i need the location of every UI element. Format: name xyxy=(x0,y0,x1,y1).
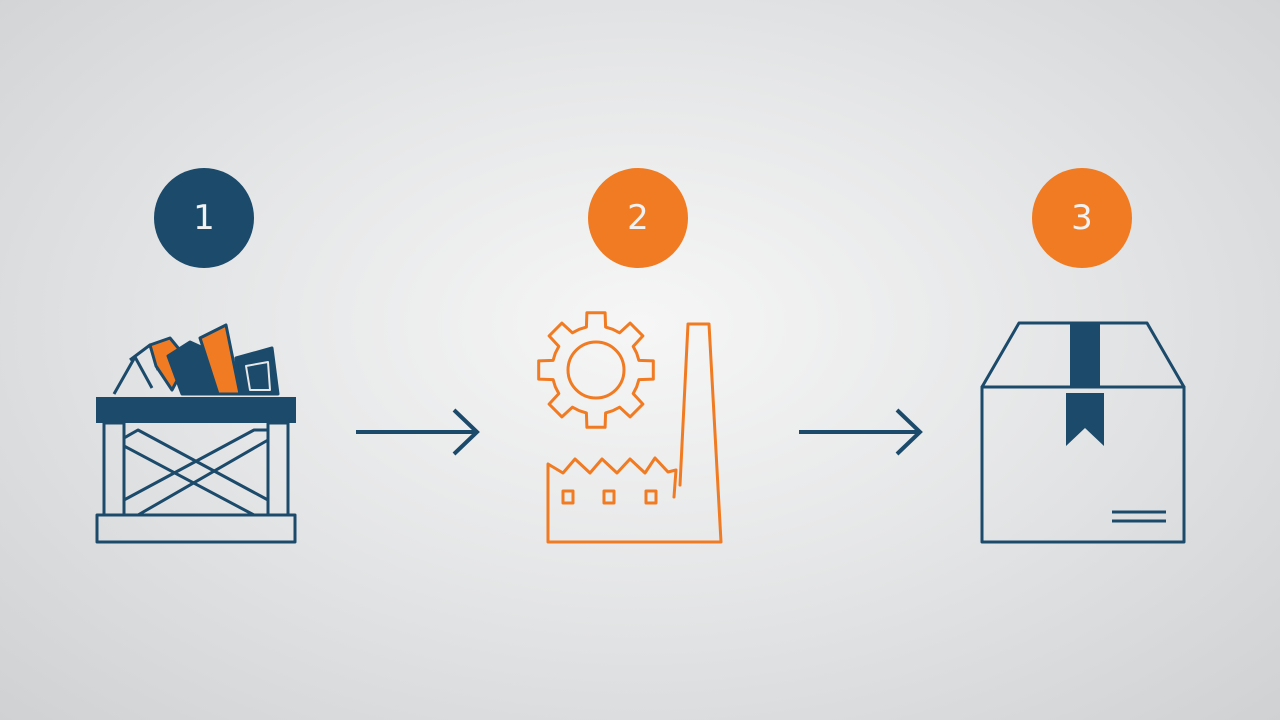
step-3-badge: 3 xyxy=(1032,168,1132,268)
gear-icon xyxy=(537,311,655,429)
step-2-badge: 2 xyxy=(588,168,688,268)
scrap-crate-icon xyxy=(95,323,297,544)
arrow-right-icon xyxy=(799,408,923,456)
step-1-number: 1 xyxy=(193,198,215,238)
step-2-number: 2 xyxy=(627,198,649,238)
step-3-number: 3 xyxy=(1071,198,1093,238)
step-1-badge: 1 xyxy=(154,168,254,268)
factory-gear-icon xyxy=(537,311,723,544)
arrow-right-icon xyxy=(356,408,480,456)
package-box-icon xyxy=(980,321,1186,544)
